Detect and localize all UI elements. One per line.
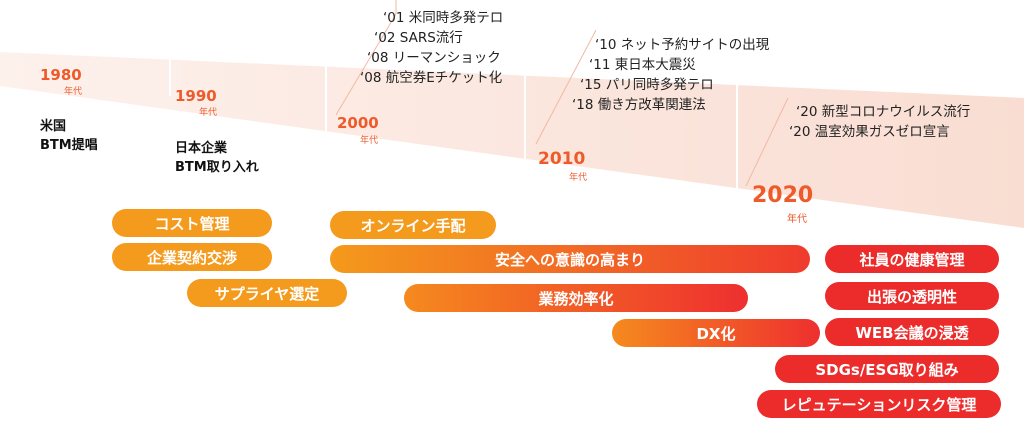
event-2000s-1: ‘01 米同時多発テロ bbox=[383, 10, 504, 26]
theme-dx: DX化 bbox=[612, 319, 820, 347]
decade-1990-unit: 年代 bbox=[199, 108, 218, 118]
theme-cost-management: コスト管理 bbox=[112, 209, 272, 237]
theme-safety-awareness: 安全への意識の高まり bbox=[330, 245, 810, 273]
timeline-band bbox=[0, 52, 1024, 228]
theme-supplier-selection: サプライヤ選定 bbox=[187, 279, 347, 307]
event-2000s-3: ‘08 リーマンショック bbox=[367, 50, 501, 66]
decade-1980-unit: 年代 bbox=[64, 87, 83, 97]
event-leader-lines bbox=[335, 0, 789, 187]
decade-2020: 2020 bbox=[752, 183, 814, 208]
label-us-line1: 米国 bbox=[40, 119, 67, 134]
decade-1990: 1990 bbox=[175, 87, 217, 105]
theme-employee-health: 社員の健康管理 bbox=[825, 245, 999, 273]
event-2010s-4: ‘18 働き方改革関連法 bbox=[572, 97, 706, 113]
theme-web-meetings: WEB会議の浸透 bbox=[825, 318, 999, 346]
label-us: 米国 BTM提唱 bbox=[40, 117, 98, 155]
event-2010s-1: ‘10 ネット予約サイトの出現 bbox=[595, 37, 770, 53]
event-2010s-3: ‘15 パリ同時多発テロ bbox=[580, 77, 714, 93]
decade-2020-unit: 年代 bbox=[787, 214, 807, 225]
label-japan-line2: BTM取り入れ bbox=[175, 160, 259, 175]
decade-2000: 2000 bbox=[337, 114, 379, 132]
decade-dividers bbox=[169, 58, 738, 205]
event-2000s-4: ‘08 航空券Eチケット化 bbox=[360, 70, 503, 86]
event-2000s-2: ‘02 SARS流行 bbox=[374, 30, 463, 46]
decade-2000-unit: 年代 bbox=[360, 136, 379, 146]
theme-operational-efficiency: 業務効率化 bbox=[404, 284, 748, 312]
theme-online-booking: オンライン手配 bbox=[330, 211, 496, 239]
event-2010s-2: ‘11 東日本大震災 bbox=[589, 57, 696, 73]
decade-2010: 2010 bbox=[538, 149, 586, 169]
label-us-line2: BTM提唱 bbox=[40, 138, 98, 153]
label-japan-line1: 日本企業 bbox=[175, 141, 228, 156]
decade-2010-unit: 年代 bbox=[569, 173, 588, 183]
theme-reputation-risk: レピュテーションリスク管理 bbox=[757, 390, 1001, 418]
event-2020s-1: ‘20 新型コロナウイルス流行 bbox=[796, 104, 971, 120]
event-2020s-2: ‘20 温室効果ガスゼロ宣言 bbox=[789, 124, 950, 140]
theme-sdgs-esg: SDGs/ESG取り組み bbox=[775, 355, 999, 383]
theme-travel-transparency: 出張の透明性 bbox=[825, 282, 999, 310]
theme-contract-negotiation: 企業契約交渉 bbox=[112, 243, 272, 271]
decade-1980: 1980 bbox=[40, 66, 82, 84]
label-japan: 日本企業 BTM取り入れ bbox=[175, 139, 259, 177]
